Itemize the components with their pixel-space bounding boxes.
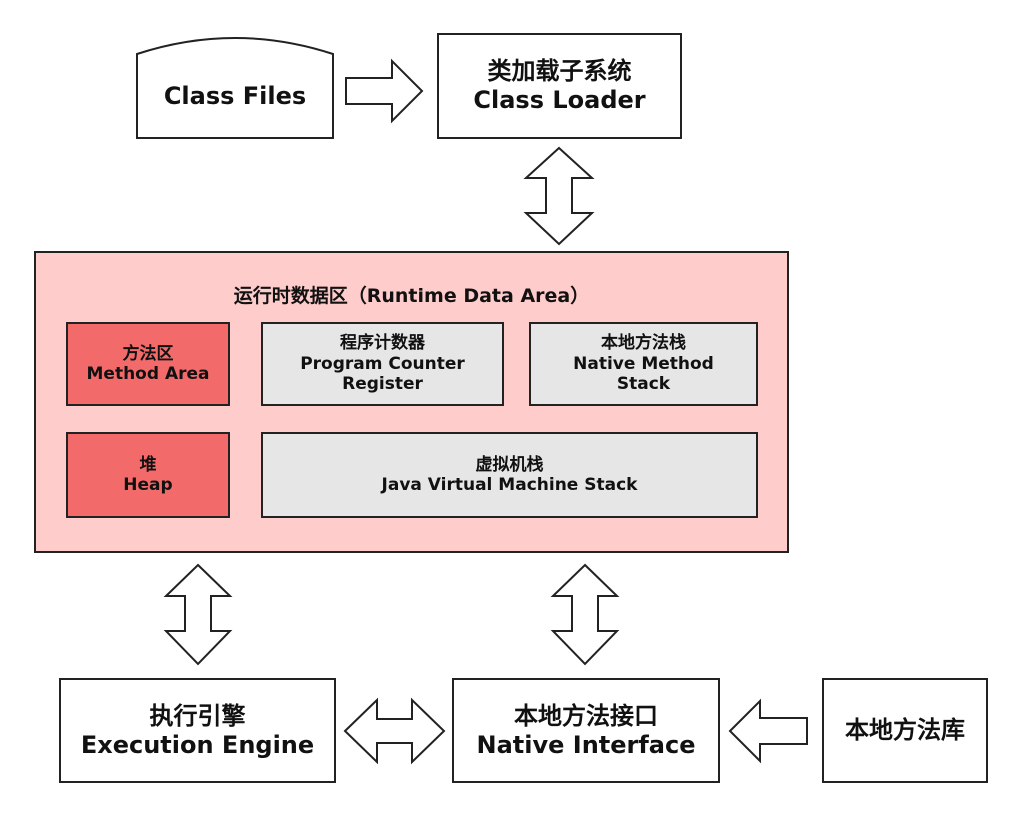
execution-engine-en: Execution Engine	[80, 730, 315, 759]
pc-register-en2: Register	[342, 374, 423, 395]
class-loader-en: Class Loader	[473, 86, 646, 114]
native-method-stack-cn: 本地方法栈	[601, 333, 686, 354]
jvm-stack-cn: 虚拟机栈	[475, 454, 544, 475]
arrow-loader-runtime	[523, 146, 595, 246]
method-area-en: Method Area	[86, 364, 210, 384]
method-area-cn: 方法区	[122, 343, 174, 364]
native-interface-en: Native Interface	[476, 730, 696, 759]
arrow-execution-native-interface	[343, 697, 446, 765]
method-area: 方法区 Method Area	[66, 322, 230, 406]
class-loader: 类加载子系统 Class Loader	[437, 33, 682, 139]
native-interface: 本地方法接口 Native Interface	[452, 678, 720, 783]
program-counter-register: 程序计数器 Program Counter Register	[261, 322, 504, 406]
arrow-classfiles-to-loader	[345, 58, 424, 124]
runtime-data-area-title: 运行时数据区（Runtime Data Area）	[233, 285, 590, 307]
pc-register-en1: Program Counter	[300, 353, 465, 374]
heap-cn: 堆	[139, 454, 157, 475]
native-interface-cn: 本地方法接口	[514, 701, 658, 730]
native-method-stack-en1: Native Method	[573, 353, 714, 374]
jvm-stack-en: Java Virtual Machine Stack	[381, 475, 638, 495]
heap: 堆 Heap	[66, 432, 230, 518]
execution-engine: 执行引擎 Execution Engine	[59, 678, 336, 783]
class-files-label: Class Files	[163, 81, 307, 110]
heap-en: Heap	[123, 475, 173, 495]
class-files: Class Files	[137, 54, 333, 138]
native-method-stack-en2: Stack	[616, 374, 671, 395]
arrow-runtime-native-interface	[550, 563, 620, 666]
native-method-stack: 本地方法栈 Native Method Stack	[529, 322, 758, 406]
arrow-runtime-execution	[163, 563, 233, 666]
execution-engine-cn: 执行引擎	[149, 701, 246, 730]
jvm-stack: 虚拟机栈 Java Virtual Machine Stack	[261, 432, 758, 518]
pc-register-cn: 程序计数器	[340, 333, 425, 354]
class-loader-cn: 类加载子系统	[487, 57, 632, 86]
arrow-library-to-interface	[728, 698, 808, 764]
native-library: 本地方法库	[822, 678, 988, 783]
native-library-label: 本地方法库	[845, 716, 965, 745]
